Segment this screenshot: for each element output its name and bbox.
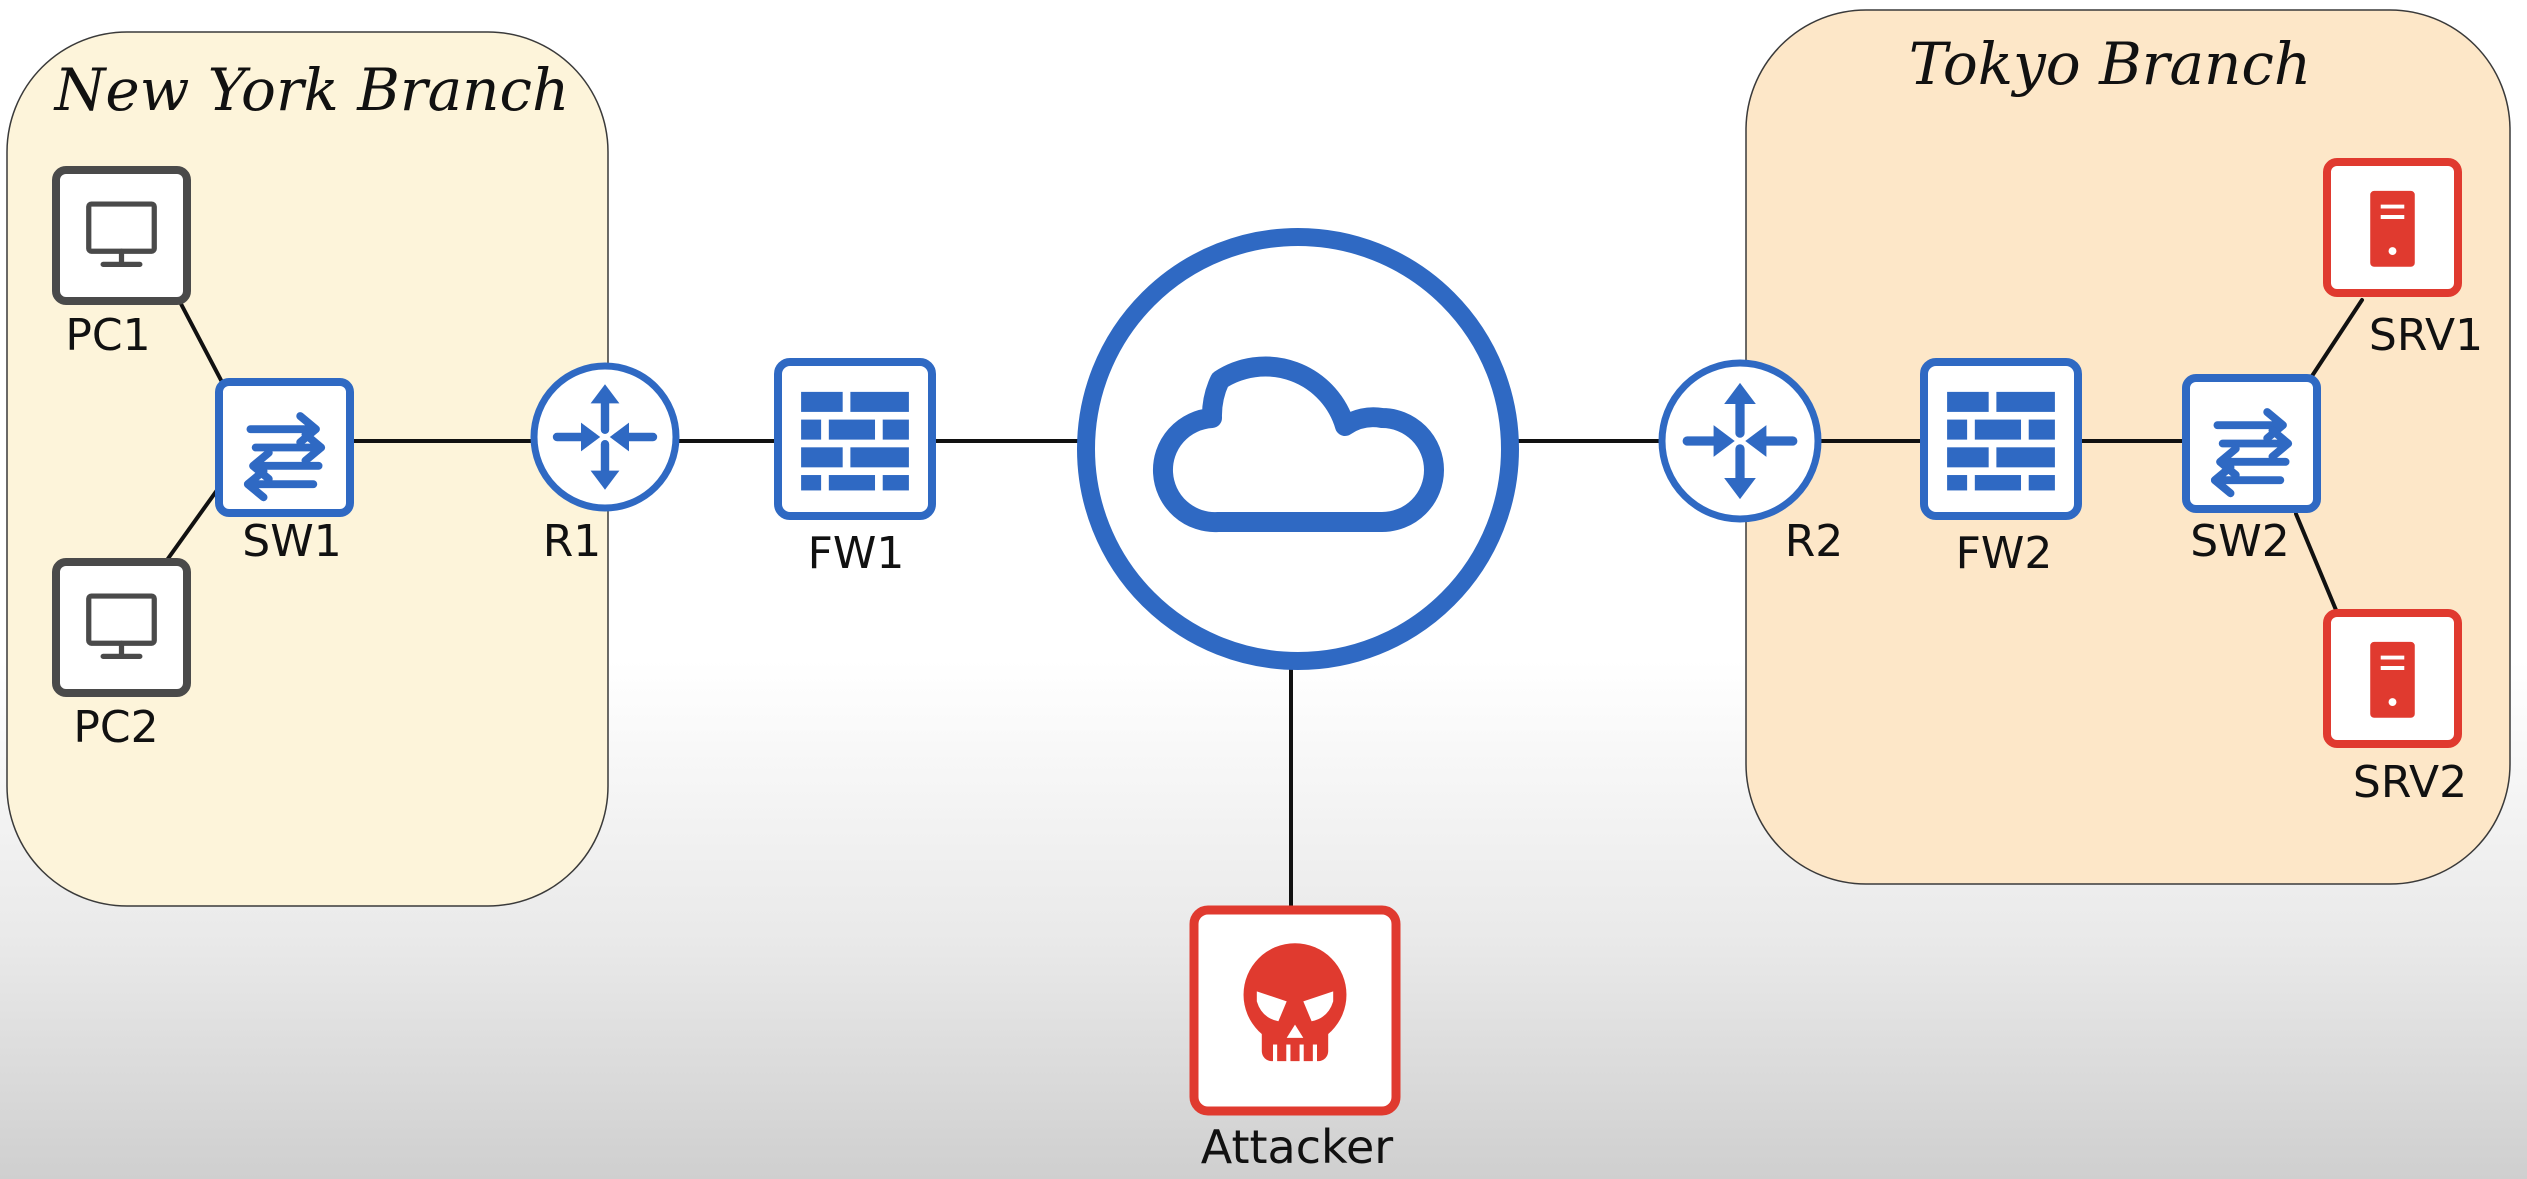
r1-label: R1: [543, 516, 602, 567]
srv2-device[interactable]: [2323, 609, 2462, 748]
attacker-label: Attacker: [1201, 1120, 1394, 1174]
link-sw2-srv1: [2310, 298, 2364, 378]
attacker-device[interactable]: [1189, 905, 1401, 1116]
sw2-label: SW2: [2190, 516, 2289, 567]
server-icon: [2368, 639, 2417, 720]
r2-device[interactable]: [1658, 359, 1822, 523]
tokyo-branch-title: Tokyo Branch: [1909, 30, 2312, 98]
fw1-label: FW1: [808, 528, 905, 579]
sw1-device[interactable]: [215, 378, 354, 517]
srv1-device[interactable]: [2323, 158, 2462, 297]
pc2-device[interactable]: [52, 558, 191, 697]
server-icon: [2368, 188, 2417, 269]
pc1-label: PC1: [65, 310, 150, 361]
pc2-label: PC2: [73, 702, 158, 753]
sw1-label: SW1: [242, 516, 341, 567]
link-sw2-srv2: [2294, 512, 2338, 612]
cloud-icon: [1152, 356, 1444, 533]
sw2-device[interactable]: [2182, 374, 2321, 513]
pc1-device[interactable]: [52, 166, 191, 305]
tokyo-branch-region: [1745, 9, 2511, 885]
fw2-device[interactable]: [1920, 358, 2082, 520]
link-pc2-sw1: [165, 484, 222, 562]
r2-label: R2: [1785, 516, 1844, 567]
srv2-label: SRV2: [2353, 757, 2467, 808]
link-pc1-sw1: [178, 300, 224, 384]
r1-device[interactable]: [530, 362, 680, 512]
srv1-label: SRV1: [2369, 310, 2483, 361]
internet-cloud[interactable]: [1077, 228, 1519, 670]
new-york-branch-title: New York Branch: [53, 56, 570, 124]
fw1-device[interactable]: [774, 358, 936, 520]
network-links: [165, 298, 2364, 912]
fw2-label: FW2: [1956, 528, 2053, 579]
